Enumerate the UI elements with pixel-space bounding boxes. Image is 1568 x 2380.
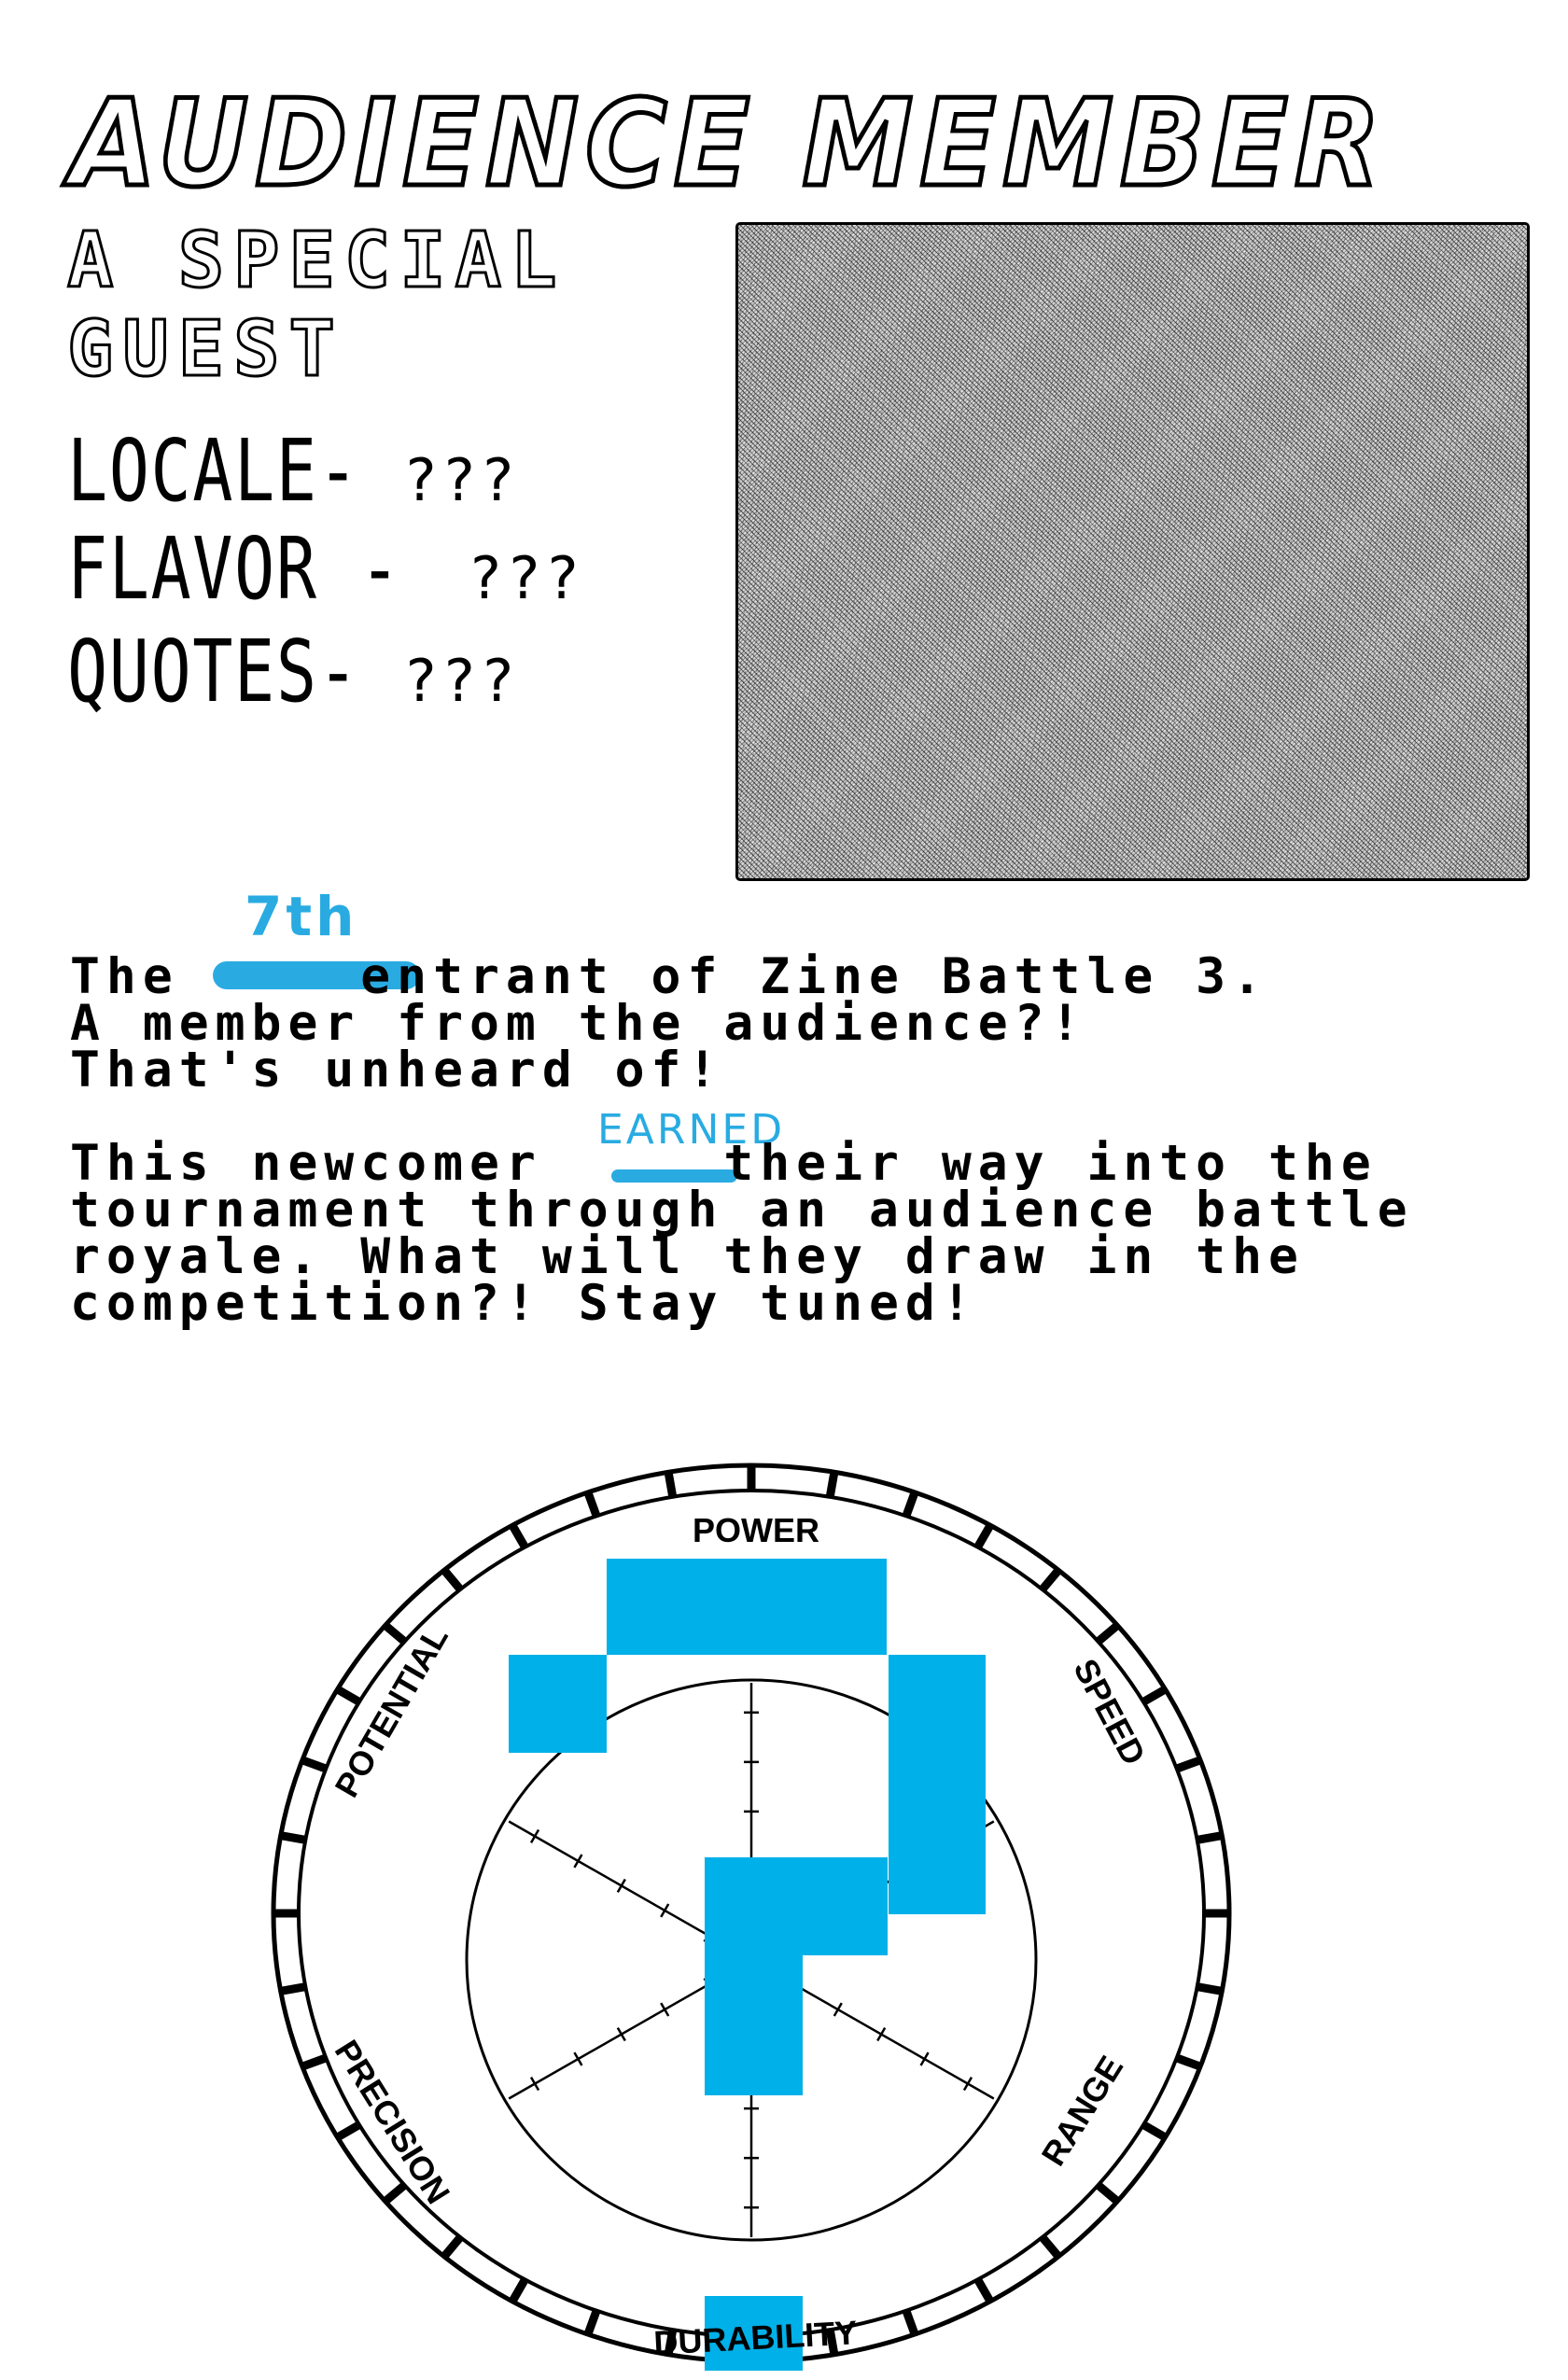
spoke-tick (919, 2051, 930, 2066)
band-tick (1176, 2054, 1201, 2071)
band-tick (1176, 1756, 1201, 1772)
band-tick (1197, 1831, 1223, 1844)
inner-circle (465, 1678, 1038, 2242)
wheel-label-power: POWER (693, 1511, 819, 1549)
stat-quotes-value: ??? (402, 647, 519, 715)
band-tick (825, 1472, 839, 1497)
spoke-tick (573, 2051, 583, 2066)
band-tick (1096, 1622, 1120, 1645)
description-paragraph-1: The entrant of Zine Battle 3. A member f… (70, 948, 1268, 1099)
band-tick (301, 1756, 327, 1772)
band-tick (1096, 2182, 1120, 2205)
band-tick (383, 1622, 407, 1645)
band-tick (664, 2330, 678, 2355)
subtitle-line-2: GUEST (66, 304, 344, 396)
scribble-strikeout-1 (213, 961, 420, 989)
page-title: AUDIENCE MEMBER (68, 73, 1424, 217)
band-tick (336, 1686, 361, 1705)
stat-flavor: FLAVOR - ??? (67, 518, 583, 621)
band-tick (1141, 1686, 1167, 1705)
question-mark-overlay (509, 1559, 986, 2371)
band-tick (583, 1491, 601, 1517)
wheel-label-range: RANGE (1034, 2049, 1131, 2172)
wheel-outer-ticks (274, 1466, 1228, 2360)
spoke-tick (660, 2002, 670, 2017)
band-tick (441, 2234, 464, 2259)
band-tick (1039, 2234, 1061, 2259)
stat-locale: LOCALE- ??? (67, 420, 519, 523)
spoke-tick (616, 1878, 626, 1893)
question-mark-block (705, 2296, 803, 2371)
band-tick (902, 2310, 919, 2335)
stat-locale-value: ??? (402, 446, 519, 514)
stat-quotes: QUOTES- ??? (67, 621, 519, 723)
character-portrait-placeholder (735, 222, 1530, 881)
stat-flavor-label: FLAVOR - (67, 519, 402, 619)
subtitle-line-1: A SPECIAL (65, 216, 567, 307)
annotation-verb: EARNED (597, 1106, 786, 1154)
band-tick (336, 2121, 361, 2141)
question-mark-block (889, 1774, 986, 1914)
band-tick (301, 2054, 327, 2071)
question-mark-block (509, 1655, 607, 1753)
band-tick (1039, 1568, 1061, 1592)
band-tick (441, 1568, 464, 1592)
band-tick (509, 2277, 528, 2303)
stat-flavor-value: ??? (468, 544, 584, 612)
description-paragraph-2: This newcomer their way into the tournam… (70, 1135, 1414, 1332)
spoke-tick (833, 2002, 843, 2017)
stat-quotes-label: QUOTES- (67, 622, 360, 721)
band-tick (383, 2182, 407, 2205)
band-tick (509, 1523, 528, 1549)
question-mark-block (889, 1655, 986, 1774)
stat-locale-label: LOCALE- (67, 421, 360, 521)
question-mark-block (705, 1955, 803, 2095)
wheel-label-speed: SPEED (1066, 1653, 1153, 1771)
question-mark-block (607, 1559, 887, 1655)
band-tick (974, 1523, 994, 1549)
stat-wheel: POWERSPEEDRANGEDURABILITYPRECISIONPOTENT… (271, 1463, 1232, 2371)
annotation-ordinal: 7th (245, 885, 358, 948)
spoke-tick (660, 1903, 670, 1918)
band-tick (974, 2277, 994, 2303)
wheel-label-potential: POTENTIAL (327, 1619, 455, 1803)
spoke-tick (962, 2077, 973, 2092)
spoke-tick (876, 2027, 887, 2042)
band-tick (902, 1491, 919, 1517)
band-tick (1141, 2121, 1167, 2141)
spoke-tick (529, 2077, 540, 2092)
band-tick (280, 1831, 306, 1844)
band-tick (825, 2330, 839, 2355)
spoke-tick (529, 1828, 540, 1843)
question-mark-block (705, 1857, 888, 1955)
spoke-tick (573, 1854, 583, 1869)
band-tick (583, 2310, 601, 2335)
wheel-label-precision: PRECISION (328, 2034, 458, 2211)
spoke-tick (616, 2027, 626, 2042)
band-tick (664, 1472, 678, 1497)
scribble-strikeout-2 (611, 1169, 737, 1183)
band-tick (280, 1982, 306, 1995)
band-tick (1197, 1982, 1223, 1995)
